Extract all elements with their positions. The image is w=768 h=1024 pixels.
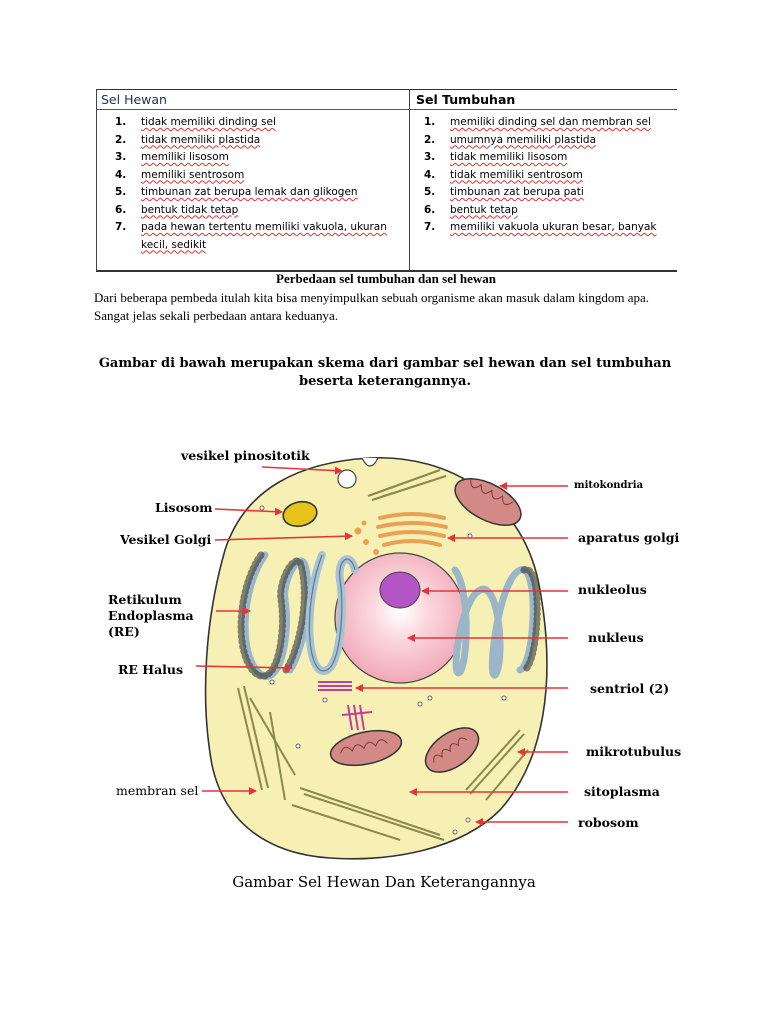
comparison-table: Sel Hewan 1. tidak memiliki dinding sel 2… bbox=[96, 89, 677, 272]
animal-item: 3. memiliki lisosom bbox=[97, 149, 409, 167]
animal-item: 2. tidak memiliki plastida bbox=[97, 132, 409, 150]
item-number: 5. bbox=[115, 186, 127, 198]
microtubules bbox=[237, 685, 529, 841]
item-text: tidak memiliki lisosom bbox=[450, 151, 568, 163]
item-text: memiliki vakuola ukuran besar, banyak bbox=[450, 221, 657, 233]
item-number: 3. bbox=[424, 151, 436, 163]
animal-cell-column: Sel Hewan 1. tidak memiliki dinding sel 2… bbox=[97, 90, 410, 270]
plant-cell-column: Sel Tumbuhan 1. memiliki dinding sel dan … bbox=[410, 90, 677, 270]
item-text: bentuk tetap bbox=[450, 203, 518, 216]
item-text: memiliki lisosom bbox=[141, 151, 229, 163]
label-vesikel-golgi: Vesikel Golgi bbox=[120, 532, 212, 547]
plant-item: 3. tidak memiliki lisosom bbox=[410, 149, 677, 167]
item-text: memiliki dinding sel dan membran sel bbox=[450, 116, 651, 128]
golgi-apparatus bbox=[376, 512, 448, 547]
table-caption: Perbedaan sel tumbuhan dan sel hewan bbox=[276, 271, 496, 286]
smooth-er-outline bbox=[308, 554, 356, 672]
body-paragraph: Dari beberapa pembeda itulah kita bisa m… bbox=[94, 290, 649, 323]
mitochondrion-bottom-left bbox=[329, 729, 403, 767]
item-text: pada hewan tertentu memiliki vakuola, uk… bbox=[141, 221, 387, 251]
plant-item: 5. timbunan zat berupa pati bbox=[410, 184, 677, 202]
golgi-vesicles bbox=[354, 520, 379, 555]
item-text: memiliki sentrosom bbox=[141, 168, 245, 181]
item-text: tidak memiliki sentrosom bbox=[450, 168, 583, 181]
item-number: 2. bbox=[424, 133, 436, 146]
nucleolus bbox=[379, 571, 421, 609]
plant-item: 2. umumnya memiliki plastida bbox=[410, 132, 677, 150]
item-number: 6. bbox=[424, 203, 436, 216]
mitochondrion-bottom-right bbox=[424, 727, 480, 773]
item-number: 1. bbox=[115, 116, 127, 128]
item-number: 4. bbox=[115, 168, 127, 181]
item-number: 5. bbox=[424, 186, 436, 198]
plant-item: 6. bentuk tetap bbox=[410, 202, 677, 220]
ribosomes bbox=[259, 505, 507, 835]
item-number: 1. bbox=[424, 116, 436, 128]
plant-item: 4. tidak memiliki sentrosom bbox=[410, 167, 677, 185]
lysosome bbox=[282, 500, 318, 528]
centrioles bbox=[318, 681, 373, 731]
item-number: 6. bbox=[115, 203, 127, 216]
figure-intro: Gambar di bawah merupakan skema dari gam… bbox=[98, 356, 672, 389]
item-number: 4. bbox=[424, 168, 436, 181]
animal-item: 7. pada hewan tertentu memiliki vakuola, … bbox=[97, 219, 409, 254]
label-vesikel-pinositotik: vesikel pinositotik bbox=[181, 448, 310, 463]
plant-cell-list: 1. memiliki dinding sel dan membran sel 2… bbox=[410, 110, 677, 237]
label-arrows bbox=[195, 466, 568, 826]
label-re-halus: RE Halus bbox=[118, 662, 184, 677]
animal-item: 1. tidak memiliki dinding sel bbox=[97, 114, 409, 132]
plant-cell-header: Sel Tumbuhan bbox=[410, 90, 677, 110]
plant-item: 1. memiliki dinding sel dan membran sel bbox=[410, 114, 677, 132]
pinocytotic-notch bbox=[361, 457, 379, 467]
label-mikrotubulus: mikrotubulus bbox=[586, 744, 682, 759]
microtubules-top bbox=[367, 468, 447, 502]
animal-cell-header: Sel Hewan bbox=[97, 90, 409, 110]
label-aparatus-golgi: aparatus golgi bbox=[578, 530, 680, 545]
label-sentriol: sentriol (2) bbox=[590, 681, 670, 696]
label-membran-sel: membran sel bbox=[116, 783, 199, 798]
label-mitokondria: mitokondria bbox=[574, 480, 644, 491]
label-nukleolus: nukleolus bbox=[578, 582, 647, 597]
item-text: timbunan zat berupa lemak dan glikogen bbox=[141, 186, 358, 198]
animal-cell-diagram bbox=[195, 457, 568, 860]
label-retikulum-endoplasma: Retikulum Endoplasma (RE) bbox=[108, 592, 194, 639]
item-number: 7. bbox=[115, 221, 127, 233]
mitochondrion-top bbox=[454, 478, 522, 526]
animal-item: 5. timbunan zat berupa lemak dan glikogen bbox=[97, 184, 409, 202]
label-sitoplasma: sitoplasma bbox=[584, 784, 660, 799]
animal-item: 6. bentuk tidak tetap bbox=[97, 202, 409, 220]
item-text: timbunan zat berupa pati bbox=[450, 186, 584, 198]
animal-item: 4. memiliki sentrosom bbox=[97, 167, 409, 185]
item-number: 2. bbox=[115, 133, 127, 146]
pinocytotic-vesicle bbox=[337, 469, 357, 489]
plant-item: 7. memiliki vakuola ukuran besar, banyak bbox=[410, 219, 677, 237]
item-number: 3. bbox=[115, 151, 127, 163]
rough-er-right bbox=[451, 566, 541, 679]
item-text: umumnya memiliki plastida bbox=[450, 133, 597, 146]
item-text: tidak memiliki dinding sel bbox=[141, 116, 276, 128]
item-text: tidak memiliki plastida bbox=[141, 133, 261, 146]
figure-caption: Gambar Sel Hewan Dan Keterangannya bbox=[232, 873, 536, 891]
item-text: bentuk tidak tetap bbox=[141, 203, 239, 216]
label-robosom: robosom bbox=[578, 815, 639, 830]
item-number: 7. bbox=[424, 221, 436, 233]
label-lisosom: Lisosom bbox=[155, 500, 213, 515]
label-nukleus: nukleus bbox=[588, 630, 644, 645]
animal-cell-list: 1. tidak memiliki dinding sel 2. tidak mem… bbox=[97, 110, 409, 254]
